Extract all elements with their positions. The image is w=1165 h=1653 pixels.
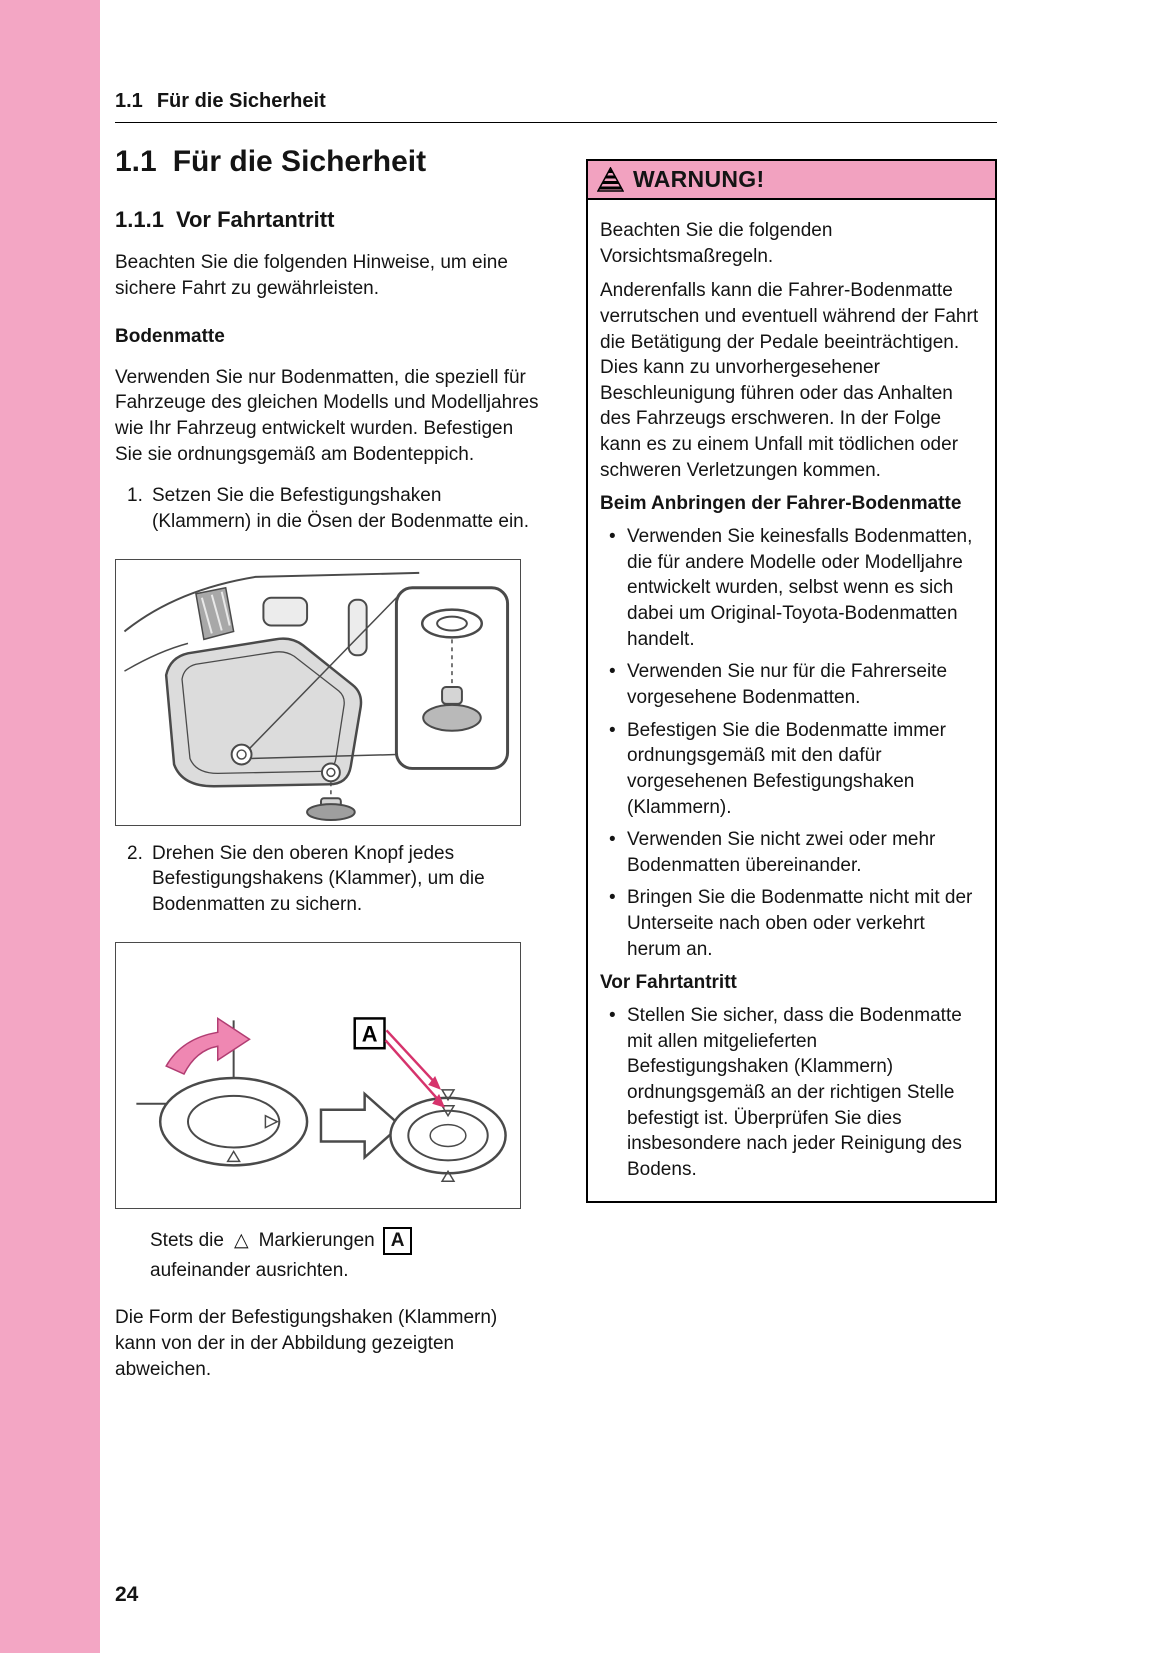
intro-paragraph: Beachten Sie die folgenden Hinweise, um … [115, 252, 508, 299]
caption-text: aufeinander ausrichten. [150, 1259, 349, 1281]
warning-bullet-list: Verwenden Sie keinesfalls Bodenmatten, d… [600, 524, 983, 962]
label-a-text: A [362, 1021, 378, 1046]
warning-bullet-list: Stellen Sie sicher, dass die Bodenmatte … [600, 1003, 983, 1182]
step-2-text: Drehen Sie den oberen Knopf jedes Befest… [152, 842, 485, 916]
running-header-text: Für die Sicherheit [156, 90, 326, 112]
triangle-mark [440, 1089, 456, 1102]
floor-mat [164, 637, 363, 788]
warning-icon [597, 167, 624, 192]
triangle-mark [440, 1105, 456, 1118]
header-rule [115, 122, 997, 123]
transition-arrow [319, 1091, 403, 1161]
step-1-text: Setzen Sie die Befestigungshaken (Klamme… [152, 484, 530, 532]
figure-floor-mat [115, 558, 521, 826]
page-number: 24 [115, 1583, 139, 1606]
figure-knob-rotation: A [115, 942, 521, 1210]
warning-header: WARNUNG! [588, 161, 995, 200]
section-title: 1.1 Für die Sicherheit [115, 145, 541, 179]
hook-detail-inset [394, 585, 510, 770]
fastening-hook-knob [441, 685, 463, 705]
callout-arrows [384, 1029, 446, 1108]
fastening-clip [306, 781, 356, 821]
warning-paragraph: Anderenfalls kann die Fahrer-Bodenmatte … [600, 280, 979, 481]
step-2: 2. Drehen Sie den oberen Knopf jedes Bef… [115, 841, 541, 918]
running-header-number: 1.1 [115, 90, 143, 112]
warning-bullet: Bringen Sie die Bodenmatte nicht mit der… [600, 885, 983, 962]
warning-column: WARNUNG! Beachten Sie die folgenden Vors… [586, 135, 997, 1382]
step-2-number: 2. [127, 842, 143, 864]
warning-body: Beachten Sie die folgenden Vorsichtsmaßr… [588, 200, 995, 1201]
warning-paragraph: Beachten Sie die folgenden Vorsichtsmaßr… [600, 220, 833, 267]
shape-note: Die Form der Befestigungshaken (Klammern… [115, 1306, 498, 1380]
subsection-title: 1.1.1 Vor Fahrtantritt [115, 207, 541, 233]
step-1: 1. Setzen Sie die Befestigungshaken (Kla… [115, 483, 541, 535]
warning-bullet: Verwenden Sie nur für die Fahrerseite vo… [600, 659, 983, 710]
label-a: A [382, 1227, 413, 1255]
knob-before [158, 1076, 309, 1167]
fastening-hook-base [422, 703, 482, 732]
interior-line [123, 571, 420, 632]
label-a-box: A [353, 1017, 386, 1050]
section-title-text: Für die Sicherheit [172, 145, 427, 178]
rotation-arrow [165, 1017, 251, 1076]
floor-mat-diagram [123, 571, 510, 821]
warning-bullet: Stellen Sie sicher, dass die Bodenmatte … [600, 1003, 983, 1182]
brake-pedal [262, 596, 309, 627]
warning-bullet: Befestigen Sie die Bodenmatte immer ordn… [600, 718, 983, 821]
knob-after [389, 1089, 507, 1183]
section-number: 1.1 [115, 145, 157, 178]
footrest [195, 586, 235, 640]
subsection-number: 1.1.1 [115, 207, 164, 232]
warning-bullet: Verwenden Sie nicht zwei oder mehr Boden… [600, 827, 983, 878]
warning-title: WARNUNG! [633, 166, 765, 192]
triangle-mark [440, 1169, 456, 1183]
bodenmatte-heading: Bodenmatte [115, 325, 225, 347]
warning-subheading: Beim Anbringen der Fahrer-Bodenmatte [600, 493, 962, 515]
page-edge-band [0, 0, 100, 1653]
triangle-marker: △ [233, 1230, 249, 1252]
knob-rotation-diagram: A [136, 1017, 507, 1183]
running-header: 1.1 Für die Sicherheit [115, 90, 997, 113]
mat-eyelet-1 [230, 743, 253, 766]
triangle-mark [264, 1114, 279, 1129]
caption-text: Markierungen [258, 1230, 375, 1252]
accelerator-pedal [347, 598, 368, 656]
step-1-number: 1. [127, 484, 143, 506]
warning-bullet: Verwenden Sie keinesfalls Bodenmatten, d… [600, 524, 983, 652]
subsection-title-text: Vor Fahrtantritt [175, 207, 335, 232]
bodenmatte-paragraph: Verwenden Sie nur Bodenmatten, die spezi… [115, 366, 539, 466]
figure2-caption: Stets die △ Markierungen Aaufeinander ausri… [150, 1226, 495, 1285]
mat-eyelet-2 [320, 762, 341, 782]
warning-subheading: Vor Fahrtantritt [600, 972, 737, 994]
triangle-mark [226, 1150, 241, 1163]
caption-text: Stets die [150, 1230, 224, 1252]
main-column: 1.1 Für die Sicherheit 1.1.1 Vor Fahrtantr… [115, 135, 541, 1382]
warning-box: WARNUNG! Beachten Sie die folgenden Vors… [586, 159, 997, 1203]
